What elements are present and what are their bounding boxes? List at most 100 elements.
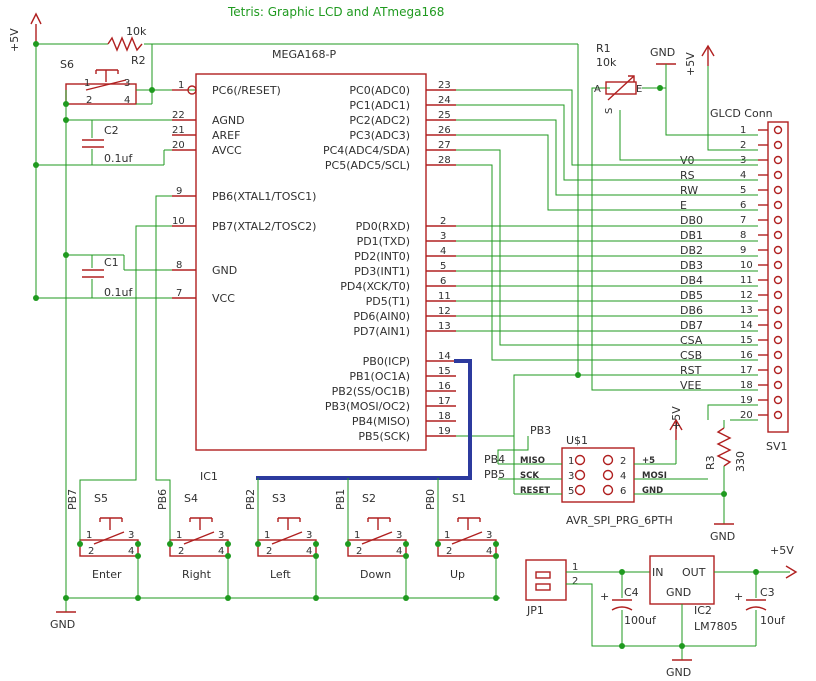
- svg-text:U$1: U$1: [566, 434, 588, 447]
- glcd-pin-number: 2: [740, 140, 746, 151]
- switch-pin-label: 4: [218, 546, 224, 557]
- switch-pin-label: 1: [264, 530, 270, 541]
- button-ref: S5: [94, 492, 108, 505]
- svg-text:13: 13: [438, 321, 451, 332]
- switch-pin-label: 2: [356, 546, 362, 557]
- capacitor-c1: C1 0.1uf: [36, 254, 196, 299]
- switch-pin-label: 2: [88, 546, 94, 557]
- svg-text:3: 3: [440, 231, 446, 242]
- glcd-pin-number: 6: [740, 200, 746, 211]
- svg-text:1: 1: [568, 456, 574, 467]
- svg-text:PD0(RXD): PD0(RXD): [356, 220, 410, 233]
- glcd-pin-number: 14: [740, 320, 753, 331]
- svg-text:C3: C3: [760, 586, 775, 599]
- svg-text:AVCC: AVCC: [212, 144, 242, 157]
- portc-lcd-wires: [456, 66, 758, 437]
- switch-pin-label: 2: [178, 546, 184, 557]
- button-label: Up: [450, 568, 465, 581]
- svg-text:23: 23: [438, 80, 451, 91]
- svg-text:28: 28: [438, 155, 451, 166]
- svg-text:R1: R1: [596, 42, 611, 55]
- resistor-r3: GND R3 330: [704, 420, 747, 543]
- svg-text:GND: GND: [710, 530, 735, 543]
- vcc-rail-left: +5V: [8, 12, 579, 375]
- switch-pin-label: 1: [176, 530, 182, 541]
- glcd-connector-sv1: GLCD Conn SV1 123V04RS5RW6E7DB08DB19DB21…: [680, 107, 789, 453]
- svg-text:MEGA168-P: MEGA168-P: [272, 48, 336, 61]
- svg-text:17: 17: [438, 396, 451, 407]
- glcd-signal-label: DB6: [680, 304, 703, 317]
- switch-pin-label: 3: [218, 530, 224, 541]
- svg-text:7: 7: [176, 288, 182, 299]
- svg-text:PD6(AIN0): PD6(AIN0): [353, 310, 410, 323]
- isp-header-u1: U$1 1 3 5 2 4 6 MISO SCK RESET +5 MOSI G…: [484, 406, 724, 527]
- svg-text:GLCD Conn: GLCD Conn: [710, 107, 773, 120]
- svg-text:16: 16: [438, 381, 451, 392]
- glcd-signal-label: RST: [680, 364, 702, 377]
- glcd-signal-label: VEE: [680, 379, 701, 392]
- svg-text:PD5(T1): PD5(T1): [366, 295, 410, 308]
- svg-text:PD1(TXD): PD1(TXD): [357, 235, 410, 248]
- button-row: S5PB71234EnterS4PB61234RightS3PB21234Lef…: [66, 195, 499, 601]
- svg-text:+5V: +5V: [8, 28, 21, 52]
- glcd-signal-label: DB5: [680, 289, 703, 302]
- svg-text:IC2: IC2: [694, 604, 712, 617]
- glcd-pin-number: 8: [740, 230, 746, 241]
- svg-text:R2: R2: [131, 54, 146, 67]
- svg-text:1: 1: [84, 78, 90, 89]
- switch-pin-label: 1: [86, 530, 92, 541]
- svg-text:PC5(ADC5/SCL): PC5(ADC5/SCL): [325, 159, 410, 172]
- glcd-pin-number: 18: [740, 380, 753, 391]
- button-net: PB6: [156, 489, 169, 510]
- svg-text:C1: C1: [104, 256, 119, 269]
- switch-pin-label: 3: [128, 530, 134, 541]
- svg-text:9: 9: [176, 186, 182, 197]
- svg-text:2: 2: [440, 216, 446, 227]
- glcd-pin-number: 1: [740, 125, 746, 136]
- glcd-signal-label: DB3: [680, 259, 703, 272]
- svg-text:3: 3: [124, 78, 130, 89]
- svg-text:PC1(ADC1): PC1(ADC1): [349, 99, 410, 112]
- glcd-pin-number: 9: [740, 245, 746, 256]
- svg-text:18: 18: [438, 411, 451, 422]
- svg-text:A: A: [594, 84, 601, 95]
- switch-pin-label: 2: [266, 546, 272, 557]
- svg-text:25: 25: [438, 110, 451, 121]
- svg-text:0.1uf: 0.1uf: [104, 152, 133, 165]
- svg-text:S6: S6: [60, 58, 74, 71]
- svg-text:JP1: JP1: [526, 604, 544, 617]
- svg-text:20: 20: [172, 140, 185, 151]
- svg-text:6: 6: [440, 276, 446, 287]
- svg-text:IN: IN: [652, 566, 663, 579]
- button-ref: S2: [362, 492, 376, 505]
- svg-text:11: 11: [438, 291, 451, 302]
- svg-text:22: 22: [172, 110, 185, 121]
- button-ref: S4: [184, 492, 198, 505]
- button-bus: [256, 359, 472, 480]
- svg-text:PD7(AIN1): PD7(AIN1): [353, 325, 410, 338]
- svg-text:5: 5: [440, 261, 446, 272]
- svg-text:OUT: OUT: [682, 566, 706, 579]
- svg-text:+: +: [600, 590, 609, 603]
- svg-text:PD3(INT1): PD3(INT1): [354, 265, 410, 278]
- mcu-atmega168: MEGA168-P 1 PC6(/RESET) 22 AGND 21 AREF …: [172, 48, 456, 451]
- svg-text:PD2(INT0): PD2(INT0): [354, 250, 410, 263]
- button-label: Left: [270, 568, 291, 581]
- ic1-ref: IC1: [200, 470, 218, 483]
- glcd-pin-number: 13: [740, 305, 753, 316]
- switch-pin-label: 1: [444, 530, 450, 541]
- glcd-signal-label: DB2: [680, 244, 703, 257]
- glcd-signal-label: DB0: [680, 214, 703, 227]
- svg-text:GND: GND: [642, 486, 663, 496]
- reset-switch-s6: S6 1 2 3 4: [60, 58, 196, 106]
- svg-text:10k: 10k: [596, 56, 617, 69]
- switch-pin-label: 3: [396, 530, 402, 541]
- switch-pin-label: 4: [396, 546, 402, 557]
- svg-text:GND: GND: [50, 618, 75, 631]
- svg-text:E: E: [636, 84, 642, 95]
- glcd-pin-number: 5: [740, 185, 746, 196]
- button-label: Enter: [92, 568, 122, 581]
